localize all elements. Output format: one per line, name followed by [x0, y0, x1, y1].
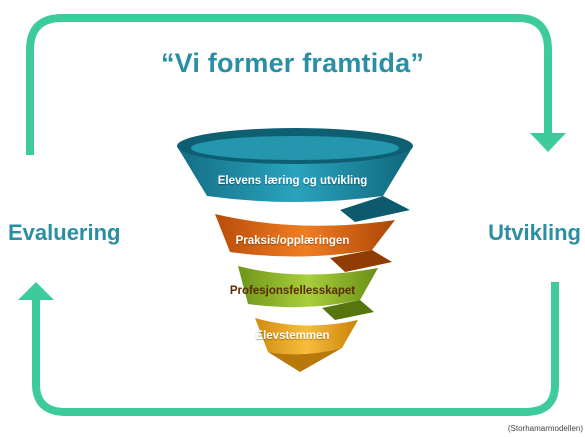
- funnel-layer-1-label: Elevens læring og utvikling: [217, 175, 368, 187]
- funnel-layer-3-shape: [238, 266, 378, 308]
- evaluation-label: Evaluering: [8, 220, 121, 245]
- funnel-layer-3-label: Profesjonsfellesskapet: [229, 285, 356, 297]
- funnel-layer-4-label: Elevstemmen: [255, 330, 330, 342]
- top-arrowhead: [530, 133, 566, 152]
- funnel: [177, 128, 413, 372]
- bottom-arrowhead: [18, 282, 54, 300]
- bottom-cycle-arrow: [32, 282, 559, 416]
- funnel-layer-4-shape: [255, 318, 358, 355]
- top-cycle-arrow: [26, 14, 552, 155]
- model-caption: (Storhamarmodellen): [507, 424, 583, 433]
- funnel-layer-2-shape: [215, 214, 395, 257]
- page-title: “Vi former framtida”: [160, 48, 425, 78]
- development-label: Utvikling: [488, 220, 581, 245]
- funnel-layer-2-label: Praksis/opplæringen: [235, 235, 350, 247]
